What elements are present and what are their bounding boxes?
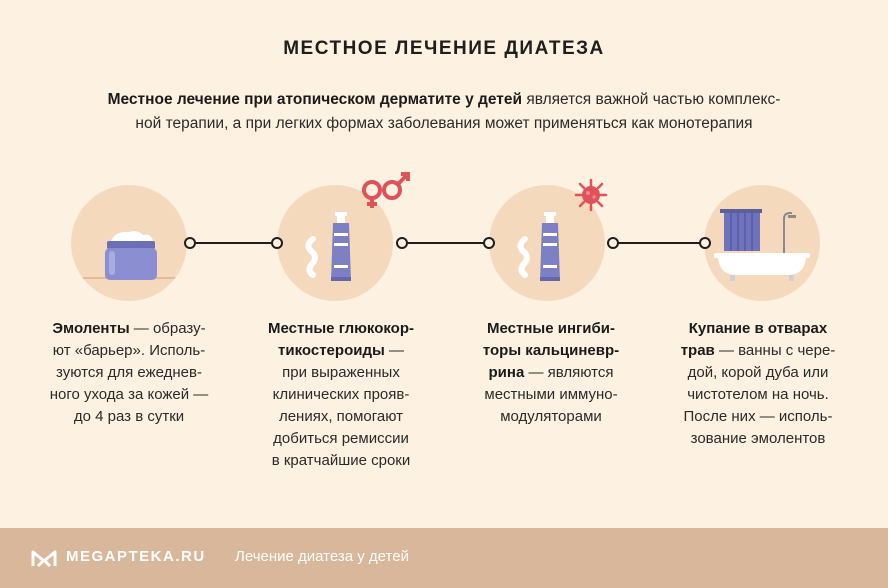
gender-symbols-icon (358, 170, 414, 212)
step-2-line-1: Местные глюкокор- (236, 318, 446, 340)
lead-line-1: Местное лечение при атопическом дерматит… (0, 88, 888, 112)
lead-paragraph: Местное лечение при атопическом дерматит… (0, 88, 888, 136)
step-3-text: местными иммуно- (484, 386, 618, 403)
step-4-text: — ванны с чере- (714, 342, 836, 359)
step-2-text: клинических прояв- (272, 386, 410, 403)
cream-jar-icon (71, 231, 187, 280)
connector-2-3 (402, 242, 490, 244)
connector-3-4 (613, 242, 705, 244)
step-3-title: рина (488, 364, 525, 381)
step-2-line-2: тикостероиды — (236, 340, 446, 362)
footer-bar: MEGAPTEKA.RU Лечение диатеза у детей (0, 528, 888, 588)
step-3-title: Местные ингиби- (487, 320, 615, 337)
brand-link[interactable]: MEGAPTEKA.RU (66, 548, 206, 565)
step-3-circle (489, 185, 605, 301)
bathtub-icon (714, 209, 810, 281)
connector-dot (396, 237, 408, 249)
connector-dot (184, 237, 196, 249)
step-1-text: ного ухода за кожей — (49, 386, 209, 403)
step-3-description: Местные ингиби- торы кальциневр- рина — … (446, 318, 656, 428)
lead-line-2: ной терапии, а при легких формах заболев… (135, 115, 753, 132)
step-2-title: Местные глюкокор- (267, 320, 415, 337)
step-4-title: Купание в отварах (688, 320, 828, 337)
step-2-title: тикостероиды (278, 342, 385, 359)
step-4-text: После них — исполь- (683, 408, 833, 425)
step-3-line-2: торы кальциневр- (446, 340, 656, 362)
step-1-title: Эмоленты (52, 320, 130, 337)
lead-bold: Местное лечение при атопическом дерматит… (107, 91, 523, 108)
connector-dot (271, 237, 283, 249)
step-1-text: до 4 раз в сутки (73, 408, 185, 425)
step-3-title: торы кальциневр- (482, 342, 620, 359)
step-2-text: при выраженных (282, 364, 400, 381)
step-4-text: чистотелом на ночь. (687, 386, 829, 403)
step-1-text: — образу- (129, 320, 206, 337)
ointment-tube-icon (305, 212, 351, 281)
ointment-tube-icon (517, 212, 560, 281)
connector-dot (699, 237, 711, 249)
connector-dot (607, 237, 619, 249)
step-1-text: зуются для ежеднев- (56, 364, 202, 381)
step-3-line-3: рина — являются (446, 362, 656, 384)
step-1-description: Эмоленты — образу- ют «барьер». Исполь- … (24, 318, 234, 428)
step-1-line-1: Эмоленты — образу- (24, 318, 234, 340)
step-3-text: модуляторами (500, 408, 602, 425)
page-title: МЕСТНОЕ ЛЕЧЕНИЕ ДИАТЕЗА (283, 38, 605, 59)
step-3-text: — являются (524, 364, 614, 381)
step-1-circle (71, 185, 187, 301)
step-1-text: ют «барьер». Исполь- (52, 342, 206, 359)
step-2-text: добиться ремиссии (273, 430, 409, 447)
connector-1-2 (189, 242, 279, 244)
step-4-text: зование эмолентов (690, 430, 826, 447)
step-2-text: лениях, помогают (278, 408, 404, 425)
virus-icon (574, 178, 608, 212)
step-2-text: в кратчайшие сроки (271, 452, 411, 469)
step-2-text: — (384, 342, 404, 359)
step-2-description: Местные глюкокор- тикостероиды — при выр… (236, 318, 446, 472)
step-4-line-1: Купание в отварах (648, 318, 868, 340)
step-4-title: трав (680, 342, 715, 359)
megapteka-logo-icon (30, 547, 58, 574)
step-4-description: Купание в отварах трав — ванны с чере- д… (648, 318, 868, 450)
lead-line-1-rest: является важной частью комплекс- (522, 91, 781, 108)
step-3-line-1: Местные ингиби- (446, 318, 656, 340)
step-4-line-2: трав — ванны с чере- (648, 340, 868, 362)
footer-caption: Лечение диатеза у детей (235, 548, 409, 565)
step-4-text: дой, корой дуба или (687, 364, 829, 381)
connector-dot (483, 237, 495, 249)
step-4-circle (704, 185, 820, 301)
